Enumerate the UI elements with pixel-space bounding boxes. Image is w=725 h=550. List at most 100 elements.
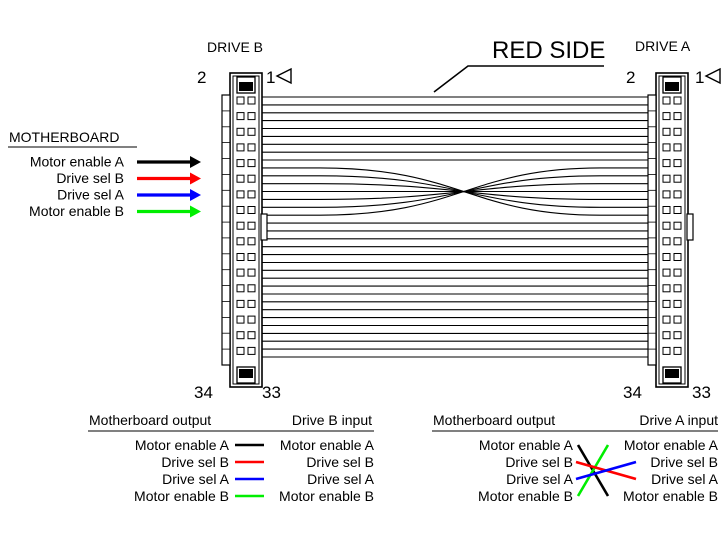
arrow-head-icon <box>190 205 201 218</box>
connector-side-ridge <box>647 94 657 366</box>
motherboard-signal-label: Motor enable A <box>30 154 125 170</box>
connector-pin-hole <box>673 127 682 136</box>
motherboard-signal-label: Drive sel A <box>57 187 125 203</box>
connector-inner-frame <box>232 75 260 385</box>
connector-pin-hole <box>247 143 256 152</box>
ribbon-wire-twisted <box>262 167 655 216</box>
drive-a-connector <box>647 72 694 388</box>
connector-pin-hole <box>247 159 256 168</box>
connector-pin-hole <box>236 143 245 152</box>
connector-pin-hole <box>236 174 245 183</box>
drive-a-pin-1: 1 <box>695 68 704 87</box>
connector-pin-hole <box>236 190 245 199</box>
connector-pin-hole <box>673 206 682 214</box>
connector-pin-hole <box>662 284 671 293</box>
drive-b-label: DRIVE B <box>207 39 263 55</box>
connector-body <box>229 72 263 388</box>
connector-pin-hole <box>247 268 256 277</box>
motherboard-title: MOTHERBOARD <box>9 129 119 145</box>
connector-pin-hole <box>673 174 682 183</box>
connector-pin-hole <box>236 206 245 214</box>
table-a-left-cell: Motor enable A <box>479 437 574 453</box>
connector-pin-hole <box>662 221 671 230</box>
connector-pin-hole <box>673 253 682 261</box>
connector-pin-hole <box>236 127 245 136</box>
connector-pin-hole <box>673 112 682 121</box>
connector-pin-hole <box>247 253 256 261</box>
connector-pin-hole <box>662 299 671 308</box>
connector-top-latch-slot <box>239 82 253 91</box>
connector-pin-hole <box>247 96 256 105</box>
table-a-twist-crossing <box>575 444 637 497</box>
table-b-header-left: Motherboard output <box>89 412 211 428</box>
connector-pin-hole <box>662 315 671 324</box>
red-side-leader <box>433 65 604 93</box>
connector-pin-hole <box>247 206 256 214</box>
red-side-label: RED SIDE <box>492 37 605 64</box>
connector-pin-hole <box>662 174 671 183</box>
connector-bottom-latch-slot <box>239 369 253 378</box>
table-a-left-cell: Drive sel A <box>506 471 574 487</box>
connector-bottom-latch-slot <box>665 369 679 378</box>
table-b-left-cell: Motor enable B <box>134 488 229 504</box>
connector-pin-hole <box>236 221 245 230</box>
connector-pin-hole <box>673 159 682 168</box>
connector-pin-hole <box>662 253 671 261</box>
table-a-left-cell: Motor enable B <box>478 488 573 504</box>
connector-pin-hole <box>673 96 682 105</box>
connector-pin-hole <box>247 221 256 230</box>
connector-pin-hole <box>247 346 256 355</box>
arrow-head-icon <box>190 189 201 201</box>
table-b-header-right: Drive B input <box>292 412 372 428</box>
connector-pin-hole <box>236 331 245 340</box>
connector-pin-hole <box>247 112 256 121</box>
drive-b-pin-34: 34 <box>194 383 213 402</box>
table-b-right-cell: Drive sel B <box>306 454 374 470</box>
connector-pin-hole <box>247 331 256 340</box>
connector-pin-hole <box>662 112 671 121</box>
connector-pin-hole <box>662 237 671 246</box>
connector-body <box>655 72 689 388</box>
connector-top-latch-slot <box>665 82 679 91</box>
connector-pin-hole <box>673 221 682 230</box>
connector-pin-hole <box>236 237 245 246</box>
table-a-left-cell: Drive sel B <box>505 454 573 470</box>
table-a-right-cell: Motor enable A <box>624 437 719 453</box>
connector-pin-hole <box>673 268 682 277</box>
motherboard-signal-label: Drive sel B <box>56 170 124 186</box>
cross-line-drive-sel-a <box>575 460 637 481</box>
drive-b-pin-2: 2 <box>197 68 206 87</box>
connector-pin-hole <box>236 96 245 105</box>
connector-pin-hole <box>673 346 682 355</box>
connector-pin-hole <box>236 268 245 277</box>
connector-pin-hole <box>673 315 682 324</box>
cross-line-motor-enable-b <box>576 444 610 497</box>
table-b-right-cell: Motor enable A <box>280 437 375 453</box>
table-b-right-cell: Motor enable B <box>279 488 374 504</box>
connector-pin-hole <box>662 331 671 340</box>
connector-pin-hole <box>673 237 682 246</box>
connector-pin-hole <box>662 96 671 105</box>
ribbon-wires <box>262 96 655 358</box>
connector-pin-hole <box>236 112 245 121</box>
table-b-left-cell: Motor enable A <box>135 437 230 453</box>
connector-pin-hole <box>662 159 671 168</box>
connector-pin-hole <box>673 331 682 340</box>
drive-b-connector <box>221 72 268 388</box>
connector-key <box>686 213 694 241</box>
table-b-left-cell: Drive sel A <box>162 471 230 487</box>
connector-pin-hole <box>662 190 671 199</box>
drive-b-pin-33: 33 <box>262 383 281 402</box>
connector-pin-hole <box>662 268 671 277</box>
table-a-header-left: Motherboard output <box>433 412 555 428</box>
motherboard-signal-label: Motor enable B <box>29 203 124 219</box>
drive-a-pin-2: 2 <box>626 68 635 87</box>
connector-pin-hole <box>662 127 671 136</box>
connector-key <box>260 213 268 241</box>
drive-a-label: DRIVE A <box>635 38 691 54</box>
arrow-head-icon <box>190 172 201 185</box>
